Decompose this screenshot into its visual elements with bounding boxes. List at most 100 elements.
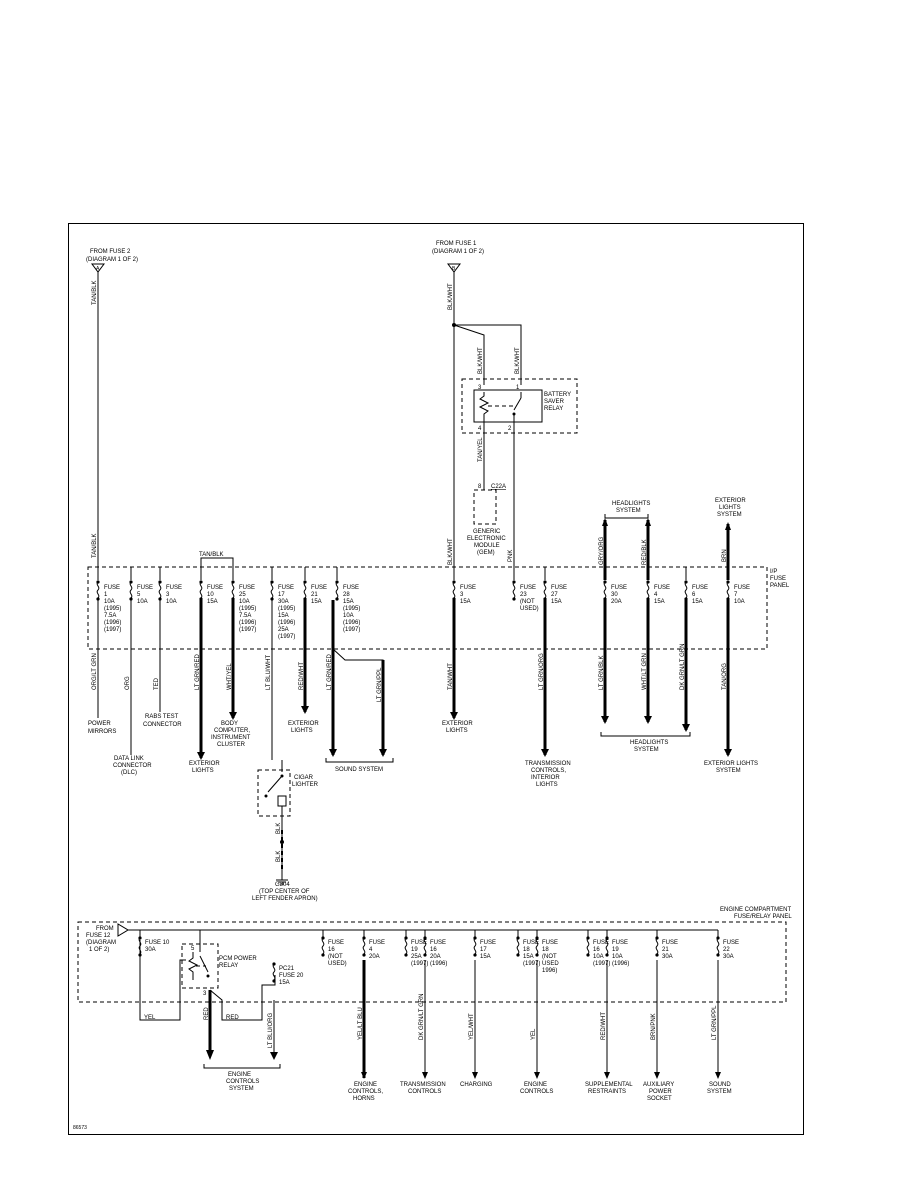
- dest-ext-lights-2b: LIGHTS: [291, 728, 313, 734]
- ip-wire-label-6: RED/WHT: [299, 662, 305, 690]
- ground-loc-1: (TOP CENTER OF: [259, 889, 310, 895]
- wire-tan-yel: TAN/YEL: [478, 437, 484, 462]
- engine-wire-label-red_wht: RED/WHT: [601, 1012, 607, 1040]
- ip-fuse-11-line-2: 20A: [611, 599, 622, 605]
- ip-fuse-3-line-1: 10: [207, 592, 214, 598]
- cigar-lighter: CIGAR LIGHTER BLK BLK G304 (TOP CENTER O…: [252, 760, 319, 902]
- engine-wire-red_wht: RED/WHT: [601, 960, 610, 1079]
- ed-sound-2: SYSTEM: [707, 1089, 732, 1095]
- pcm-label-2: RELAY: [219, 963, 238, 969]
- ip-fuse-10-line-0: FUSE: [551, 585, 567, 591]
- engine-fuse-panel: [77, 921, 787, 1003]
- from-fuse12-3: (DIAGRAM: [86, 940, 116, 946]
- from-fuse12-1: FROM: [96, 926, 114, 932]
- engine-fuse-9-line-0: FUSE: [593, 940, 609, 946]
- engine-fuse-11-line-1: 21: [662, 947, 669, 953]
- engine-fuse-8-line-4: 1996): [542, 968, 557, 974]
- engine-fuse-5-line-0: FUSE: [430, 940, 446, 946]
- ip-fuse-10-line-2: 15A: [551, 599, 562, 605]
- figure-number: 86573: [73, 1125, 87, 1131]
- engine-fuse-4-line-3: (1997): [411, 961, 428, 967]
- engine-wire-yel2: YEL: [531, 960, 540, 1079]
- engine-fuse-2-line-0: FUSE: [328, 940, 344, 946]
- ip-fuse-0-line-2: 10A: [104, 599, 115, 605]
- engine-fuse-7-line-2: 15A: [523, 954, 534, 960]
- ed-engine-2: CONTROLS: [520, 1089, 553, 1095]
- engine-fuse-3-line-1: 4: [369, 947, 373, 953]
- ip-fuse-9-line-1: 23: [520, 592, 527, 598]
- ip-wire-5: LT BLU/WHT: [266, 600, 273, 760]
- ip-fuse-2-line-0: FUSE: [166, 585, 182, 591]
- engine-fuse-9-line-1: 16: [593, 947, 600, 953]
- ip-fuse-7-line-5: (1996): [343, 620, 360, 626]
- engine-fuse-10-line-1: 19: [612, 947, 619, 953]
- ip-fuse-4-line-0: FUSE: [239, 585, 255, 591]
- headlights-top-1: HEADLIGHTS: [612, 501, 650, 507]
- engine-fuse-10-line-2: 10A: [612, 954, 623, 960]
- ip-panel-3: PANEL: [770, 583, 790, 589]
- ip-fuse-0-line-1: 1: [104, 592, 108, 598]
- engine-fuse-2-line-1: 16: [328, 947, 335, 953]
- ip-wire-label-8: LT GRN/PPL: [377, 667, 383, 702]
- cigar-label-2: LIGHTER: [292, 782, 319, 788]
- ip-wire-label-13: DK GRN/LT GRN: [680, 644, 686, 690]
- ip-wire-1: ORG: [125, 600, 132, 755]
- gem-connector: C22A: [491, 484, 506, 490]
- ip-fuse-10-line-1: 27: [551, 592, 558, 598]
- source-fuse2-line1: FROM FUSE 2: [90, 249, 131, 255]
- engine-fuse-7-line-1: 18: [523, 947, 530, 953]
- ew-yel: YEL: [144, 1015, 156, 1021]
- ip-fuse-8-line-2: 15A: [460, 599, 471, 605]
- ip-fuse-13-line-2: 15A: [692, 599, 703, 605]
- dest-dlc-2: CONNECTOR: [113, 763, 152, 769]
- ed-charging: CHARGING: [460, 1082, 493, 1088]
- ip-fuse-6-line-0: FUSE: [311, 585, 327, 591]
- wire-blk-wht-top: BLK/WHT: [448, 283, 454, 310]
- ip-wire-label-3: LT GRN/RED: [195, 654, 201, 690]
- ip-fuse-5-line-1: 17: [278, 592, 285, 598]
- ip-wire-9: TAN/WHT: [448, 600, 458, 720]
- ip-fuse-6-line-2: 15A: [311, 599, 322, 605]
- engine-wire-yel_wht: YEL/WHT: [469, 960, 478, 1079]
- relay-pin-4: 4: [478, 426, 482, 432]
- ed-sound-1: SOUND: [709, 1082, 731, 1088]
- ed-aux-1: AUXILIARY: [643, 1082, 674, 1088]
- ip-fuse-11-line-0: FUSE: [611, 585, 627, 591]
- engine-panel-2: FUSE/RELAY PANEL: [734, 914, 792, 920]
- engine-wire-label-lt_grn_ppl: LT GRN/PPL: [712, 1005, 718, 1040]
- dest-trans-4: LIGHTS: [536, 782, 558, 788]
- cigar-wire-blk-1: BLK: [276, 823, 282, 834]
- ip-fuse-panel: [87, 566, 768, 650]
- ip-fuse-5-line-5: (1996): [278, 620, 295, 626]
- ip-fuse-9-line-2: (NOT: [520, 599, 535, 605]
- ip-fuse-1-line-0: FUSE: [137, 585, 153, 591]
- ed-aux-3: SOCKET: [647, 1096, 672, 1102]
- wire-tan-blk-mid: TAN/BLK: [92, 533, 98, 558]
- dest-body-1: BODY: [221, 721, 238, 727]
- engine-fuse-11-line-0: FUSE: [662, 940, 678, 946]
- ip-fuse-5-line-6: 25A: [278, 627, 289, 633]
- wire-tan-blk-top: TAN/BLK: [92, 280, 98, 305]
- pcm-pin-5: 5: [191, 946, 195, 952]
- engine-wiring: YEL RED RED LT BLU/ORG ENGINE CONTROLS S…: [139, 940, 281, 1092]
- ip-fuse-2-line-2: 10A: [166, 599, 177, 605]
- pcm-label-1: PCM POWER: [219, 956, 257, 962]
- source-fuse2-line2: (DIAGRAM 1 OF 2): [86, 257, 138, 263]
- ip-fuse-6-line-1: 21: [311, 592, 318, 598]
- engine-fuse-9-line-3: (1997): [593, 961, 610, 967]
- relay-label-3: RELAY: [544, 406, 563, 412]
- ip-fuse-0-line-0: FUSE: [104, 585, 120, 591]
- ip-fuse-7-line-0: FUSE: [343, 585, 359, 591]
- gem-label-3: MODULE: [474, 543, 500, 549]
- engine-fuse-8-line-2: (NOT: [542, 954, 557, 960]
